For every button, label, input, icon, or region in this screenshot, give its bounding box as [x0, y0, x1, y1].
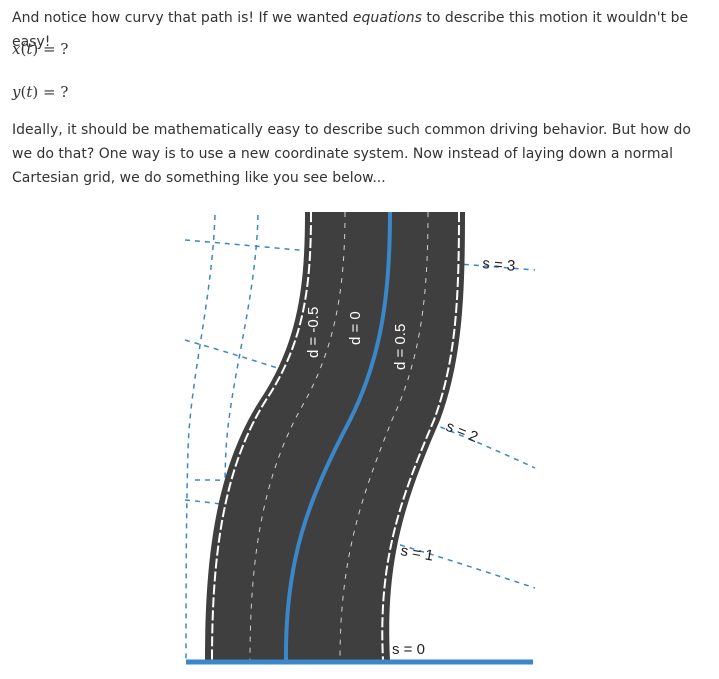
eq-y-func: y — [12, 83, 21, 101]
s-label-3: s = 3 — [482, 255, 516, 275]
intro-text-after: to describe this motion it wouldn't be e… — [12, 10, 689, 50]
intro-emphasis: equations — [352, 10, 422, 26]
equation-x: x(t) = ? — [12, 40, 69, 58]
grid-line-s2 — [184, 339, 536, 469]
grid-line-s1 — [184, 499, 536, 589]
road-lane-dashes — [249, 211, 429, 661]
intro-paragraph: And notice how curvy that path is! If we… — [12, 6, 712, 54]
s-label-0: s = 0 — [392, 641, 425, 658]
eq-y-rhs: ? — [60, 83, 69, 101]
road-surface — [205, 212, 465, 660]
road-edge-right — [381, 211, 460, 661]
eq-x-var: t — [26, 40, 33, 58]
road-edge-left — [211, 211, 312, 661]
body-paragraph: Ideally, it should be mathematically eas… — [12, 122, 691, 186]
s-label-1: s = 1 — [399, 542, 434, 564]
frenet-road-figure: s = 0 s = 1 s = 2 s = 3 d = -0.5 d = 0 d… — [184, 211, 536, 665]
road-centerline — [283, 211, 392, 661]
eq-x-func: x — [12, 40, 21, 58]
d-label-pos: d = 0.5 — [392, 324, 409, 370]
grid-line-left-outer — [185, 214, 216, 661]
equation-y: y(t) = ? — [12, 83, 69, 101]
s-label-2: s = 2 — [444, 418, 481, 446]
eq-x-rhs: ? — [60, 40, 69, 58]
d-label-zero: d = 0 — [347, 311, 364, 345]
lane-dash-right — [339, 211, 429, 661]
eq-y-var: t — [26, 83, 33, 101]
d-label-neg: d = -0.5 — [305, 307, 322, 358]
intro-text-before: And notice how curvy that path is! If we… — [12, 10, 353, 26]
